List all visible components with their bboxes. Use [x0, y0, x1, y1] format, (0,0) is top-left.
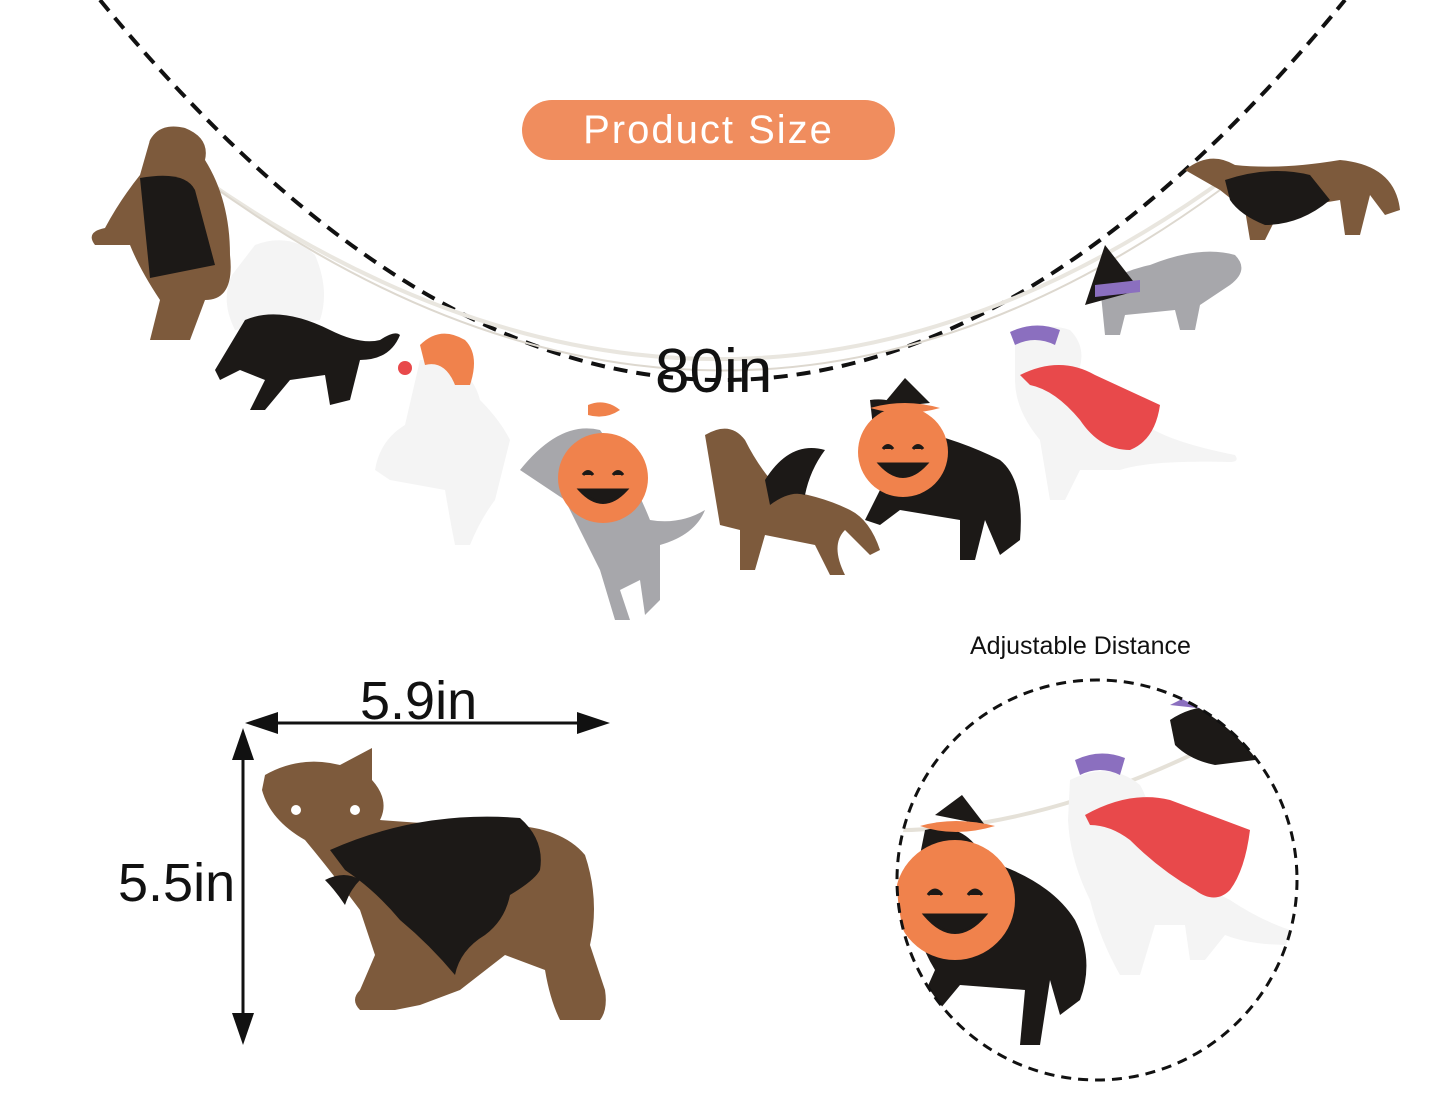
garland-piece-white-dog-wig [375, 333, 510, 545]
garland-piece-grey-dachshund-hat [1085, 245, 1242, 335]
french-bulldog-piece [262, 748, 606, 1020]
garland-length-label: 80in [655, 337, 773, 406]
garland-piece-dachshund-cape [1185, 158, 1400, 240]
garland-piece-dachshund-bat [705, 428, 880, 575]
garland-piece-black-cat-ghost [215, 240, 400, 410]
garland-piece-white-dog-cape [1010, 325, 1237, 500]
piece-width-label: 5.9in [360, 671, 478, 731]
piece-height-label: 5.5in [118, 853, 236, 913]
garland-piece-grey-cat-pumpkin [520, 402, 705, 620]
garland-piece-black-cat-pumpkin [858, 378, 1021, 560]
adjustable-distance-caption: Adjustable Distance [970, 632, 1191, 660]
height-arrow [232, 728, 254, 1045]
width-arrow [245, 712, 610, 734]
product-size-badge: Product Size [522, 100, 895, 160]
garland-piece-brown-dog [91, 126, 231, 340]
inset-dashed-circle [895, 678, 1299, 1082]
